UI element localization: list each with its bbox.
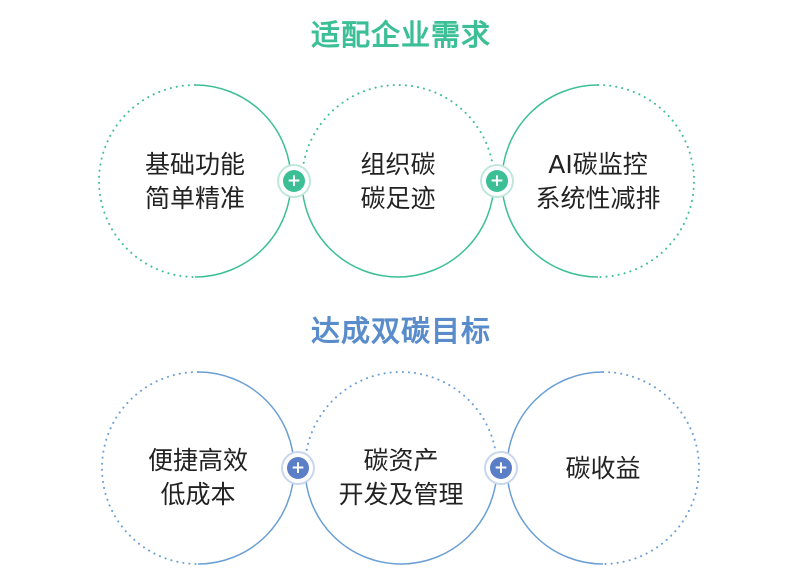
section-title-enterprise-needs: 适配企业需求 xyxy=(310,18,491,52)
ring-4-dotted-arc xyxy=(101,371,199,565)
circle-label-basic-functions: 基础功能 简单精准 xyxy=(144,150,245,213)
ring-5-dotted-arc xyxy=(304,371,498,469)
circle-label-efficient-low-cost: 便捷高效 低成本 xyxy=(147,446,248,509)
plus-icon: + xyxy=(490,457,512,479)
ring-5-solid-arc xyxy=(304,467,498,565)
plus-icon: + xyxy=(287,457,309,479)
circle-label-ai-carbon-monitor: AI碳监控 系统性减排 xyxy=(535,150,661,213)
circle-label-carbon-assets: 碳资产 开发及管理 xyxy=(338,446,464,509)
circle-label-carbon-revenue: 碳收益 xyxy=(565,454,641,483)
ring-1-dotted-arc xyxy=(98,84,196,278)
plus-icon: + xyxy=(283,170,305,192)
circle-label-org-carbon: 组织碳 碳足迹 xyxy=(360,150,436,213)
section-title-dual-carbon-goals: 达成双碳目标 xyxy=(310,314,491,348)
ring-2-solid-arc xyxy=(301,180,495,278)
plus-icon: + xyxy=(486,170,508,192)
ring-6-dotted-arc xyxy=(602,371,700,565)
ring-3-dotted-arc xyxy=(597,84,695,278)
ring-2-dotted-arc xyxy=(301,84,495,182)
